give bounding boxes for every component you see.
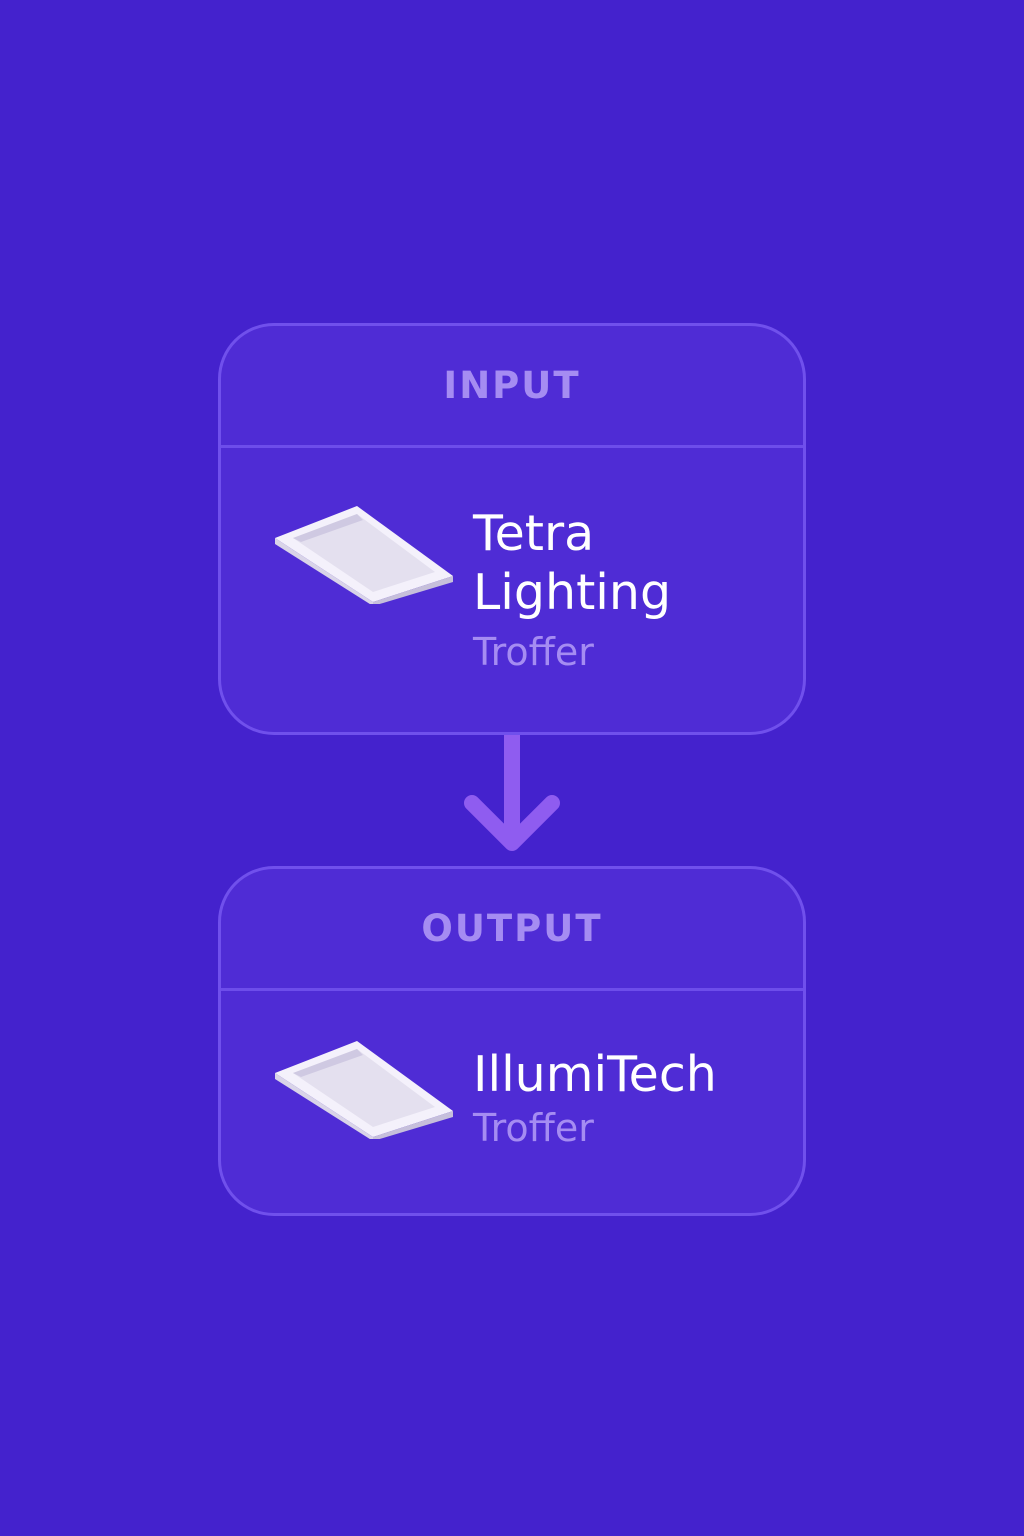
input-category: Troffer (473, 630, 594, 674)
output-header-label: OUTPUT (421, 907, 603, 950)
troffer-icon (275, 506, 453, 604)
input-product-text: Tetra Lighting Troffer (473, 504, 753, 676)
arrow-down-icon (464, 735, 560, 851)
troffer-icon (275, 1041, 453, 1139)
input-header-label: INPUT (443, 364, 581, 407)
input-brand-name: Tetra Lighting (473, 505, 672, 621)
output-card-header: OUTPUT (221, 869, 803, 991)
output-card-body: IllumiTech Troffer (221, 991, 803, 1213)
output-category: Troffer (473, 1106, 594, 1150)
input-card-header: INPUT (221, 326, 803, 448)
output-product-text: IllumiTech Troffer (473, 1045, 793, 1152)
output-card: OUTPUT IllumiTech Troffer (218, 866, 806, 1216)
output-brand-name: IllumiTech (473, 1046, 717, 1103)
input-card: INPUT Tetra Lighting Troffer (218, 323, 806, 735)
input-card-body: Tetra Lighting Troffer (221, 448, 803, 732)
